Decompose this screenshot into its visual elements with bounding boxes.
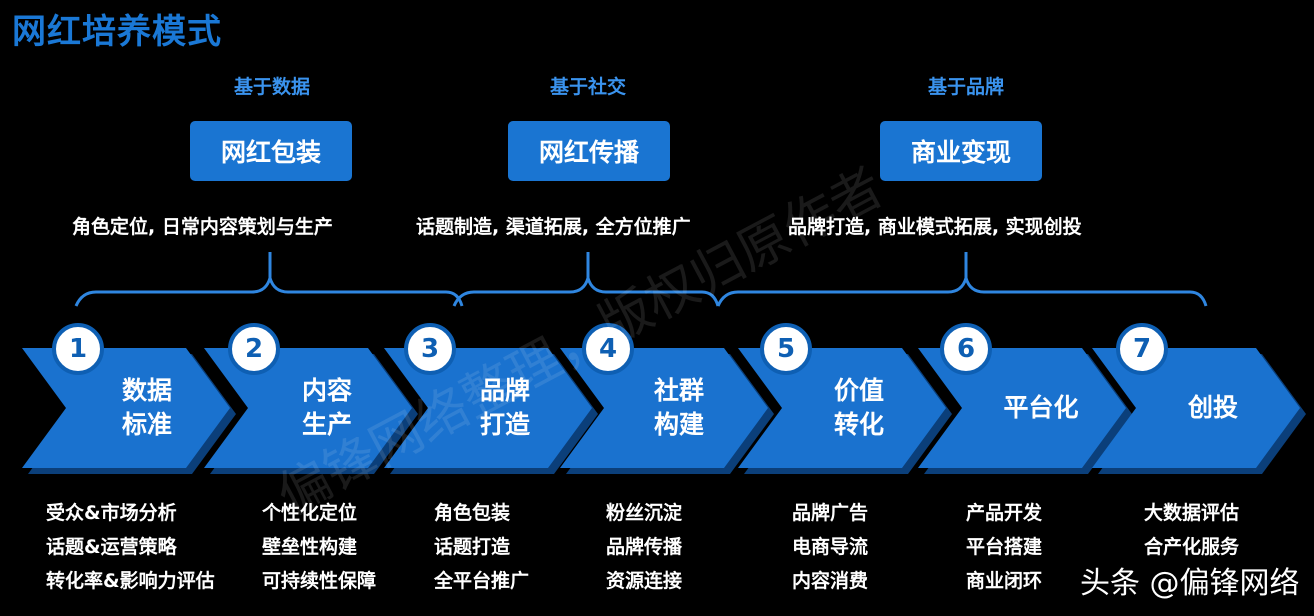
step-items-6: 产品开发 平台搭建 商业闭环: [966, 496, 1042, 598]
list-item: 品牌广告: [792, 502, 869, 524]
step-items-1: 受众&市场分析 话题&运营策略 转化率&影响力评估: [46, 496, 215, 598]
phase-box-monetization: 商业变现: [880, 121, 1042, 181]
list-item: 转化率&影响力评估: [46, 570, 215, 592]
list-item: 角色包装: [434, 502, 511, 524]
phase-desc-monetization: 品牌打造, 商业模式拓展, 实现创投: [788, 216, 1082, 238]
step-label-7: 创投: [1187, 393, 1238, 422]
list-item: 话题打造: [434, 536, 511, 558]
list-item: 壁垒性构建: [262, 536, 358, 558]
step-number-5: 5: [760, 323, 812, 375]
step-chevron-5: [738, 348, 946, 468]
step-number-3: 3: [404, 323, 456, 375]
list-item: 合产化服务: [1144, 536, 1240, 558]
step-chevron-4: [560, 348, 768, 468]
step-label-3: 品牌 打造: [479, 376, 530, 439]
step-chevron-6: [918, 348, 1126, 468]
phase-box-spreading: 网红传播: [508, 121, 670, 181]
list-item: 产品开发: [966, 502, 1043, 524]
step-chevron-2: [204, 348, 412, 468]
brace-spreading: [452, 252, 720, 307]
list-item: 粉丝沉淀: [606, 502, 683, 524]
step-items-5: 品牌广告 电商导流 内容消费: [792, 496, 868, 598]
list-item: 电商导流: [792, 536, 869, 558]
source-credit: 头条 @偏锋网络: [1080, 566, 1300, 601]
step-label-5: 价值 转化: [833, 376, 884, 439]
phase-desc-spreading: 话题制造, 渠道拓展, 全方位推广: [416, 216, 691, 238]
list-item: 商业闭环: [966, 570, 1043, 592]
list-item: 全平台推广: [434, 570, 530, 592]
brace-monetization: [716, 252, 1208, 307]
step-number-2: 2: [228, 323, 280, 375]
step-chevron-7: [1092, 348, 1300, 468]
list-item: 可持续性保障: [262, 570, 377, 592]
step-label-6: 平台化: [1003, 393, 1079, 422]
step-number-6: 6: [940, 323, 992, 375]
step-number-7: 7: [1116, 323, 1168, 375]
step-items-3: 角色包装 话题打造 全平台推广: [434, 496, 529, 598]
step-label-2: 内容 生产: [301, 376, 352, 439]
step-number-1: 1: [52, 323, 104, 375]
list-item: 话题&运营策略: [46, 536, 177, 558]
list-item: 大数据评估: [1144, 502, 1240, 524]
step-number-4: 4: [582, 323, 634, 375]
step-chevron-3: [384, 348, 592, 468]
step-items-4: 粉丝沉淀 品牌传播 资源连接: [606, 496, 682, 598]
brace-packaging: [74, 252, 464, 307]
phase-box-packaging: 网红包装: [190, 121, 352, 181]
phase-basis-brand: 基于品牌: [927, 76, 1004, 98]
step-items-2: 个性化定位 壁垒性构建 可持续性保障: [262, 496, 376, 598]
list-item: 内容消费: [792, 570, 869, 592]
step-label-1: 数据 标准: [121, 376, 172, 439]
step-label-4: 社群 构建: [653, 376, 704, 439]
step-chevron-1: [22, 348, 230, 468]
phase-basis-social: 基于社交: [549, 76, 626, 98]
list-item: 平台搭建: [966, 536, 1043, 558]
page-title: 网红培养模式: [12, 12, 222, 52]
list-item: 资源连接: [606, 570, 683, 592]
step-items-7: 大数据评估 合产化服务: [1144, 496, 1239, 564]
list-item: 个性化定位: [262, 502, 358, 524]
list-item: 品牌传播: [606, 536, 683, 558]
list-item: 受众&市场分析: [46, 502, 177, 524]
phase-basis-data: 基于数据: [233, 76, 310, 98]
phase-desc-packaging: 角色定位, 日常内容策划与生产: [72, 216, 333, 238]
